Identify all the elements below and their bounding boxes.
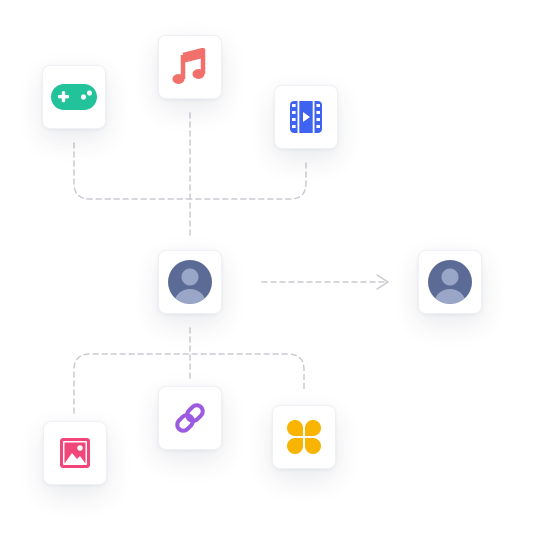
connector-game xyxy=(73,142,191,200)
link-card xyxy=(158,386,222,450)
music-note-icon xyxy=(172,48,206,84)
image-card xyxy=(43,421,107,485)
apps-card xyxy=(272,405,336,469)
video-film-icon xyxy=(290,101,322,133)
link-icon xyxy=(175,403,205,433)
image-icon xyxy=(60,438,90,468)
arrow-head-icon xyxy=(376,274,389,290)
music-card xyxy=(158,35,222,99)
connector-image-apps-branch xyxy=(73,353,305,414)
user-avatar-icon xyxy=(428,260,472,304)
four-petal-apps-icon xyxy=(287,420,321,454)
video-card xyxy=(274,85,338,149)
target-user-card xyxy=(418,250,482,314)
user-avatar-icon xyxy=(168,260,212,304)
connector-video xyxy=(189,162,307,200)
source-user-card xyxy=(158,250,222,314)
game-card xyxy=(42,65,106,129)
gamepad-icon xyxy=(51,84,97,110)
